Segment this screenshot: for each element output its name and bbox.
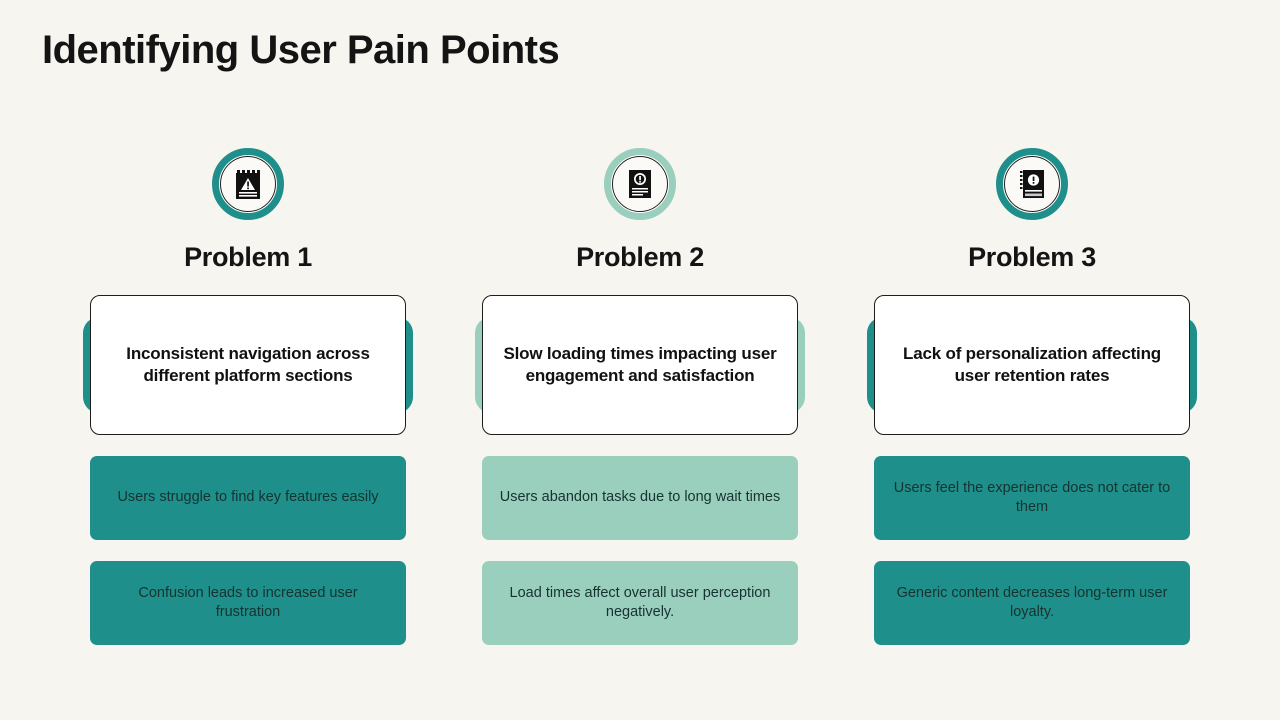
problem-3-detail-1: Users feel the experience does not cater… [874, 456, 1190, 540]
problem-1-statement: Inconsistent navigation across different… [126, 343, 370, 385]
problem-2-card: Slow loading times impacting user engage… [475, 295, 805, 435]
problem-2-statement: Slow loading times impacting user engage… [503, 343, 777, 385]
problem-2-icon-ring [604, 148, 676, 220]
problem-3-detail-1-text: Users feel the experience does not cater… [893, 479, 1171, 515]
problem-2-detail-1-text: Users abandon tasks due to long wait tim… [499, 489, 781, 506]
problem-1-card: Inconsistent navigation across different… [83, 295, 413, 435]
problem-1-heading: Problem 1 [184, 242, 312, 272]
problem-column-1: Problem 1 Inconsistent navigation across… [83, 148, 413, 645]
problem-1-detail-2-text: Confusion leads to increased user frustr… [138, 584, 358, 620]
problem-3-card-front: Lack of personalization affecting user r… [874, 295, 1190, 435]
problem-column-2: Problem 2 Slow loading times impacting u… [475, 148, 805, 645]
problem-2-detail-1: Users abandon tasks due to long wait tim… [482, 456, 798, 540]
problem-2-detail-2-text: Load times affect overall user perceptio… [509, 584, 771, 620]
problem-2-detail-2: Load times affect overall user perceptio… [482, 561, 798, 645]
problem-3-heading: Problem 3 [968, 242, 1096, 272]
problem-1-detail-2: Confusion leads to increased user frustr… [90, 561, 406, 645]
problem-1-detail-1-text: Users struggle to find key features easi… [117, 489, 379, 506]
problem-3-detail-2: Generic content decreases long-term user… [874, 561, 1190, 645]
problem-1-icon-ring [212, 148, 284, 220]
problem-2-card-front: Slow loading times impacting user engage… [482, 295, 798, 435]
problem-column-3: Problem 3 Lack of personalization affect… [867, 148, 1197, 645]
problem-columns: Problem 1 Inconsistent navigation across… [0, 148, 1280, 645]
document-alert-icon [612, 156, 668, 212]
notepad-warning-icon [220, 156, 276, 212]
problem-2-heading: Problem 2 [576, 242, 704, 272]
page-title: Identifying User Pain Points [42, 28, 560, 72]
problem-3-detail-2-text: Generic content decreases long-term user… [896, 584, 1168, 620]
problem-3-statement: Lack of personalization affecting user r… [903, 343, 1161, 385]
problem-3-icon-ring [996, 148, 1068, 220]
problem-3-card: Lack of personalization affecting user r… [867, 295, 1197, 435]
problem-1-detail-1: Users struggle to find key features easi… [90, 456, 406, 540]
problem-1-card-front: Inconsistent navigation across different… [90, 295, 406, 435]
notebook-exclamation-icon [1004, 156, 1060, 212]
